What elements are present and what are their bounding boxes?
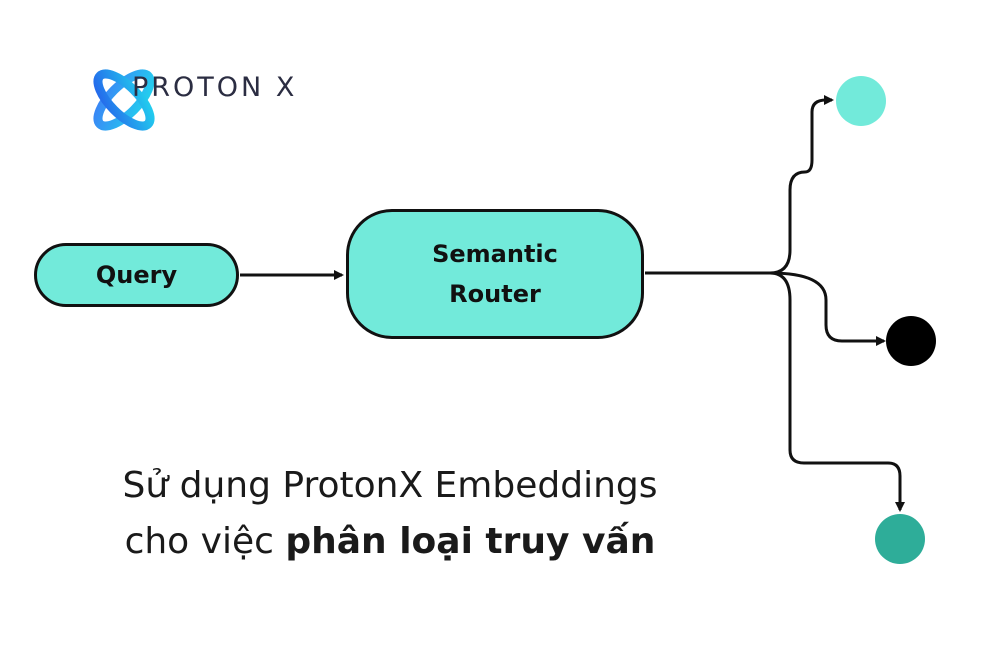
- logo-text: PROTON X: [132, 72, 298, 103]
- caption-line2-bold: phân loại truy vấn: [285, 521, 656, 562]
- semantic-router-node: Semantic Router: [346, 209, 644, 339]
- query-label: Query: [95, 261, 178, 289]
- router-label-line2: Router: [449, 280, 541, 308]
- branch-to-output-1: [769, 95, 834, 275]
- logo-orbit-1: [93, 69, 155, 131]
- caption-line2-regular: cho việc: [124, 521, 286, 562]
- protonx-logo: [93, 69, 155, 131]
- output-node-2: [886, 316, 936, 366]
- caption-line2: cho việc phân loại truy vấn: [40, 514, 740, 570]
- output-node-3: [875, 514, 925, 564]
- output-node-1: [836, 76, 886, 126]
- caption-line1: Sử dụng ProtonX Embeddings: [122, 465, 658, 506]
- logo-orbit-2: [93, 69, 155, 131]
- branch-to-output-3: [769, 271, 905, 512]
- query-node: Query: [34, 243, 239, 307]
- branch-to-output-2: [769, 271, 886, 346]
- router-label-line1: Semantic: [432, 240, 558, 268]
- caption: Sử dụng ProtonX Embeddings cho việc phân…: [40, 458, 740, 570]
